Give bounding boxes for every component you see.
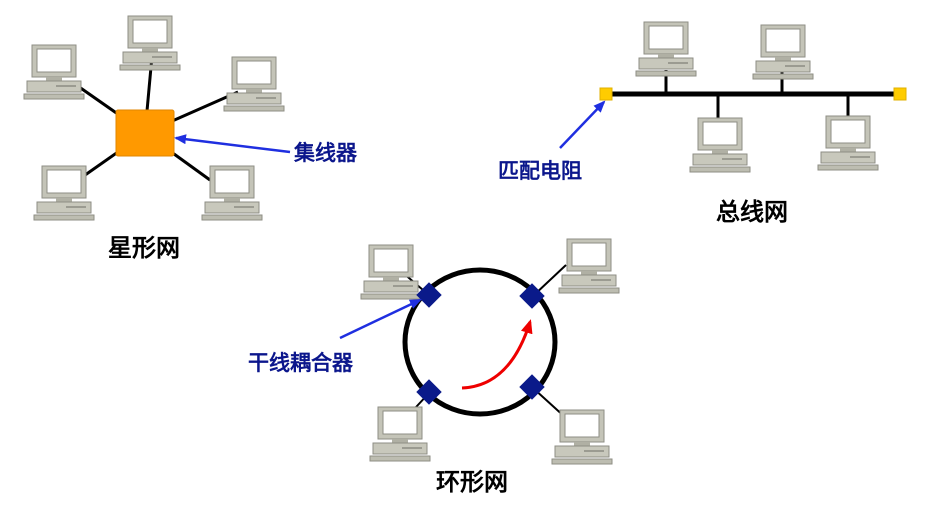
computer-icon: [33, 165, 95, 221]
coupler-icon: [519, 283, 545, 309]
hub-label: 集线器: [293, 141, 358, 165]
ring-network-title: 环形网: [436, 468, 508, 496]
computer-icon: [558, 238, 620, 294]
terminator-icon: [599, 87, 613, 101]
computer-icon: [689, 117, 751, 173]
terminator-pointer-arrow: [559, 100, 606, 149]
coupler-icon: [416, 282, 442, 308]
ring-network: 干线耦合器 环形网: [248, 238, 620, 496]
coupler-pointer-arrow: [339, 298, 422, 340]
ring-cable: [402, 267, 558, 417]
terminator-icon: [893, 87, 907, 101]
computer-icon: [201, 165, 263, 221]
coupler-icon: [519, 374, 545, 400]
star-network-title: 星形网: [108, 234, 180, 262]
coupler-icon: [416, 379, 442, 405]
computer-icon: [752, 24, 814, 80]
computer-icon: [223, 56, 285, 112]
computer-icon: [635, 21, 697, 77]
computer-icon: [551, 409, 613, 465]
star-network: 集线器 星形网: [23, 15, 358, 262]
terminator-label: 匹配电阻: [498, 159, 582, 183]
bus-network: 匹配电阻 总线网: [498, 21, 907, 226]
bus-network-title: 总线网: [716, 198, 788, 226]
computer-icon: [360, 244, 422, 300]
coupler-label: 干线耦合器: [248, 351, 354, 375]
hub-icon: [115, 109, 175, 157]
computer-icon: [23, 44, 85, 100]
hub-pointer-arrow: [174, 134, 291, 154]
computer-icon: [119, 15, 181, 71]
computer-icon: [369, 406, 431, 462]
direction-arrow: [461, 319, 533, 390]
computer-icon: [817, 115, 879, 171]
